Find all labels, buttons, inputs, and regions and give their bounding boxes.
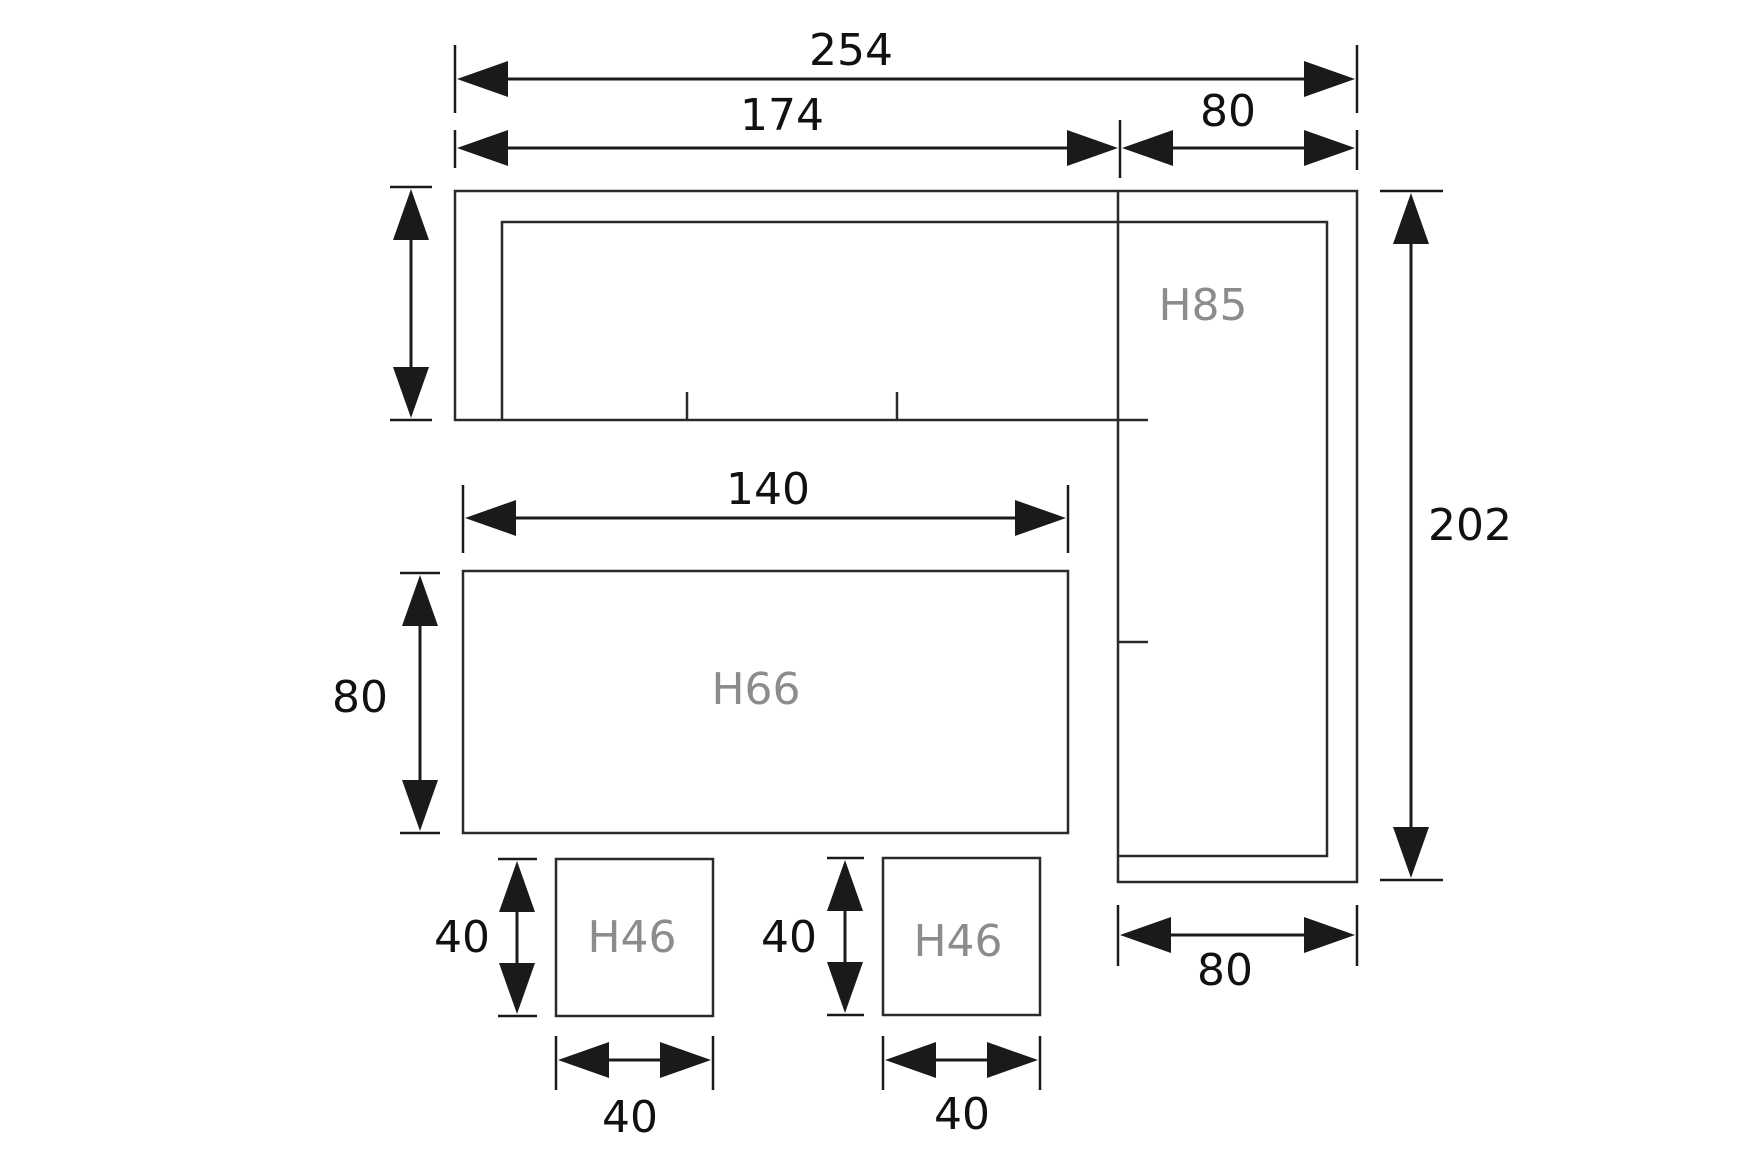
dim-sofa-length bbox=[453, 120, 1122, 178]
dim-overall-width-label: 254 bbox=[809, 25, 893, 76]
coffee-table bbox=[461, 569, 1070, 835]
dim-stool-left-width-label: 40 bbox=[602, 1092, 658, 1143]
dim-corner-width-top-label: 80 bbox=[1200, 86, 1256, 137]
stool-right-height-label: H46 bbox=[913, 916, 1002, 967]
sofa-top-section bbox=[453, 189, 1148, 422]
stool-left bbox=[554, 857, 715, 1018]
dim-stool-left-depth bbox=[498, 857, 537, 1018]
dim-stool-right-depth bbox=[827, 856, 864, 1017]
dim-stool-right-width bbox=[881, 1036, 1042, 1090]
dim-table-width-label: 140 bbox=[726, 464, 810, 515]
dim-stool-left-depth-label: 40 bbox=[434, 912, 490, 963]
dim-overall-depth bbox=[1380, 189, 1443, 882]
dim-corner-width-bottom bbox=[1116, 905, 1359, 966]
dim-table-depth bbox=[400, 571, 440, 835]
dim-sofa-depth bbox=[390, 185, 432, 422]
sofa-height-label: H85 bbox=[1158, 280, 1247, 331]
stool-left-height-label: H46 bbox=[587, 912, 676, 963]
stool-right bbox=[881, 856, 1042, 1017]
dim-stool-right-depth-label: 40 bbox=[761, 912, 817, 963]
table-height-label: H66 bbox=[711, 664, 800, 715]
dim-corner-width-bottom-label: 80 bbox=[1197, 945, 1253, 996]
dim-stool-right-width-label: 40 bbox=[934, 1089, 990, 1140]
dim-corner-width-top bbox=[1122, 130, 1359, 170]
dim-overall-depth-label: 202 bbox=[1428, 500, 1512, 551]
sofa-side-section bbox=[1116, 189, 1359, 884]
dim-overall-width bbox=[453, 45, 1359, 113]
dim-table-width bbox=[461, 485, 1070, 553]
dim-stool-left-width bbox=[554, 1036, 715, 1090]
dim-sofa-length-label: 174 bbox=[740, 90, 824, 141]
dim-table-depth-label: 80 bbox=[332, 672, 388, 723]
